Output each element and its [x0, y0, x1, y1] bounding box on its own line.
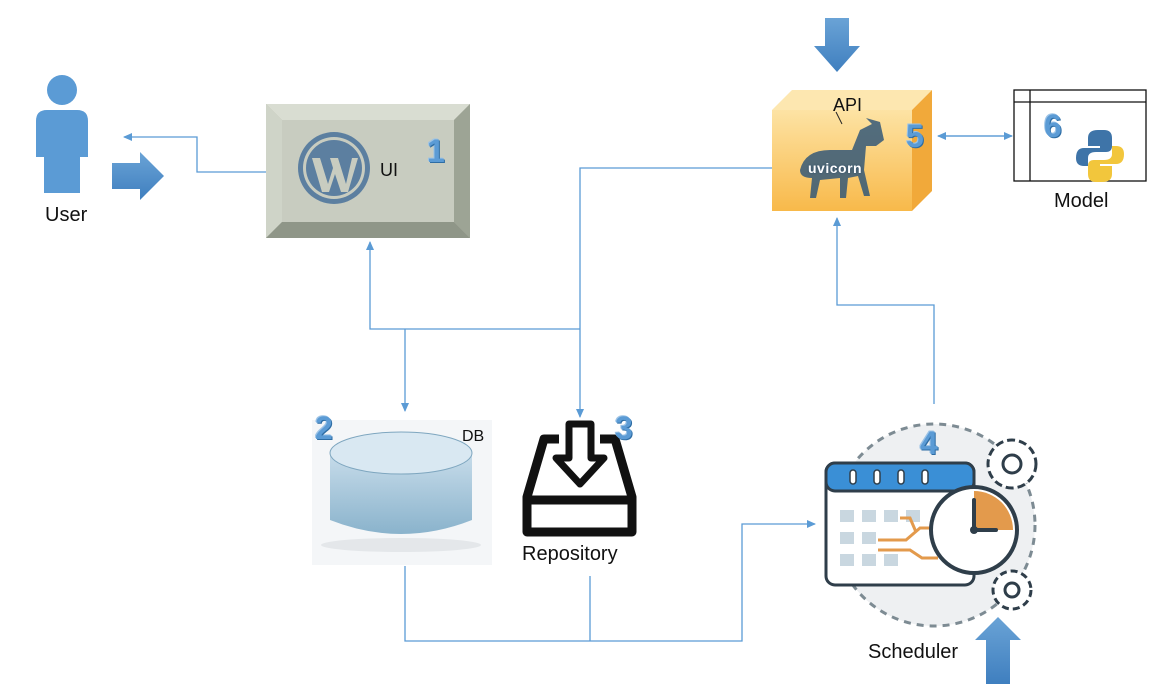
block-arrow-api-input — [814, 18, 860, 72]
repository-label: Repository — [522, 543, 618, 565]
scheduler-label: Scheduler — [868, 641, 959, 663]
db-number: 2 — [315, 410, 333, 446]
connectors — [123, 132, 1013, 642]
model-label: Model — [1054, 190, 1109, 212]
api-number: 5 — [906, 118, 924, 154]
unicorn-logo — [800, 118, 884, 198]
person-icon — [36, 75, 88, 193]
model-number: 6 — [1044, 108, 1062, 144]
connector-to-ui — [366, 241, 580, 330]
ui-number: 1 — [427, 133, 445, 169]
connector-ui-to-user — [123, 133, 266, 173]
uvicorn-logo-text: uvicorn — [808, 160, 863, 176]
model-node — [1013, 89, 1147, 182]
ui-node — [266, 104, 470, 238]
user-node — [36, 75, 88, 193]
connector-db-to-scheduler — [404, 520, 816, 642]
repository-node — [522, 420, 637, 537]
api-node — [772, 90, 932, 211]
api-label: API — [833, 95, 863, 115]
gear-icon — [986, 438, 1038, 611]
connector-scheduler-to-api — [833, 217, 935, 404]
connector-api-to-repository — [576, 167, 772, 418]
database-icon — [321, 431, 481, 552]
block-arrow-scheduler-input — [975, 617, 1021, 684]
repository-number: 3 — [615, 410, 633, 446]
user-label: User — [45, 204, 88, 226]
download-tray-icon — [522, 434, 637, 537]
wordpress-icon — [298, 132, 370, 204]
block-arrow-user-input — [112, 152, 164, 200]
python-icon — [1076, 130, 1124, 182]
ui-label: UI — [380, 160, 398, 180]
db-label: DB — [462, 428, 485, 445]
db-node — [312, 420, 492, 565]
scheduler-node — [824, 422, 1038, 628]
calendar-clock-icon — [824, 461, 1019, 587]
scheduler-number: 4 — [920, 425, 938, 461]
